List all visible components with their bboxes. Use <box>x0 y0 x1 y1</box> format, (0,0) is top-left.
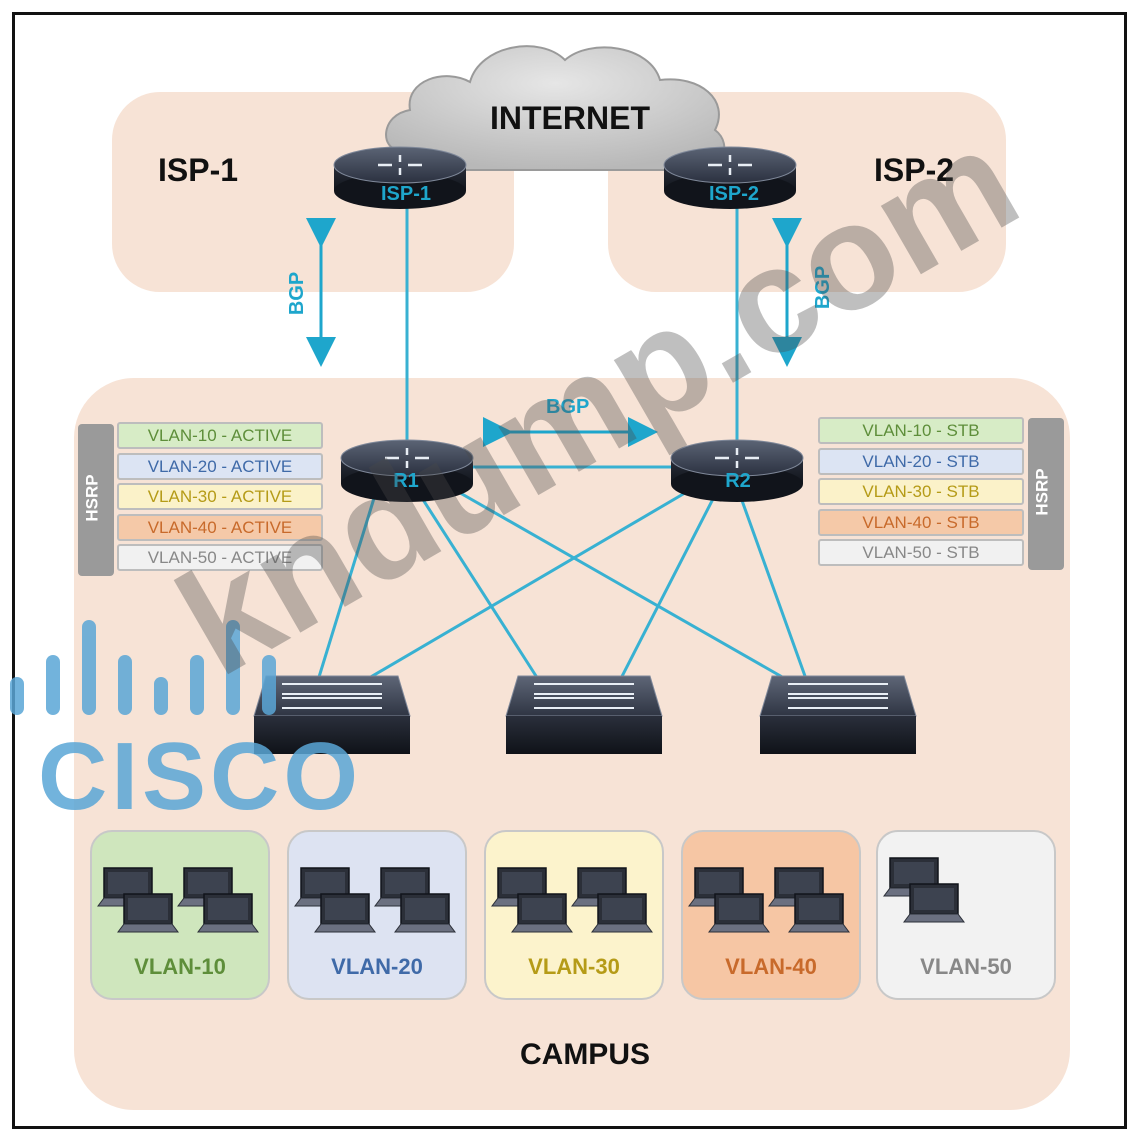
hsrp-label-left: HSRP <box>82 474 102 522</box>
isp2-zone-label: ISP-2 <box>874 152 955 188</box>
laptop-icon <box>314 893 376 933</box>
hsrp-r1-vlan-20: VLAN-20 - ACTIVE <box>117 452 323 480</box>
bgp-label-left: BGP <box>286 271 309 316</box>
cisco-logo-icon <box>8 615 298 730</box>
vlan-group-label: VLAN-20 <box>331 954 423 979</box>
vlan-group-label: VLAN-40 <box>725 954 817 979</box>
router-r2-icon <box>670 439 804 502</box>
hsrp-bar-right: HSRP <box>1028 418 1064 570</box>
link-r1-sw1 <box>313 494 377 691</box>
hsrp-r2-vlan-30: VLAN-30 - STB <box>818 478 1024 505</box>
laptop-icon <box>571 867 633 907</box>
laptop-icon <box>394 893 456 933</box>
isp1-zone-label: ISP-1 <box>158 152 239 188</box>
link-r2-sw1 <box>339 488 691 697</box>
switch-2-icon <box>505 675 663 754</box>
switch-3-icon <box>759 675 917 754</box>
hsrp-r2-vlan-50: VLAN-50 - STB <box>818 539 1024 566</box>
vlan-group-label: VLAN-30 <box>528 954 620 979</box>
internet-label: INTERNET <box>490 100 650 136</box>
cisco-bars-icon <box>10 620 276 715</box>
hsrp-r2-vlan-40: VLAN-40 - STB <box>818 508 1024 536</box>
laptop-icon <box>788 893 850 933</box>
laptop-icon <box>197 893 259 933</box>
laptop-icon <box>708 893 770 933</box>
router-label-r1: R1 <box>393 470 419 492</box>
link-r2-sw3 <box>738 494 812 691</box>
campus-label: CAMPUS <box>519 1038 650 1071</box>
hsrp-r1-vlan-30: VLAN-30 - ACTIVE <box>117 483 323 510</box>
router-isp2-icon <box>663 146 797 209</box>
bgp-label-center: BGP <box>546 396 590 418</box>
router-label-isp1: ISP-1 <box>380 183 432 205</box>
link-r1-sw3 <box>454 488 806 692</box>
vlan-group-vlan-20: VLAN-20 <box>287 830 467 1000</box>
hsrp-bar-left: HSRP <box>78 424 114 576</box>
vlan-group-pcs <box>688 867 850 933</box>
vlan-group-vlan-30: VLAN-30 <box>484 830 664 1000</box>
vlan-group-pcs <box>883 857 965 923</box>
cisco-watermark-text: CISCO <box>38 723 363 830</box>
router-isp1-icon <box>333 146 467 209</box>
switch-1-icon <box>253 675 411 754</box>
vlan-group-pcs <box>491 867 653 933</box>
vlan-group-pcs <box>97 867 259 933</box>
router-label-r2: R2 <box>725 470 751 492</box>
hsrp-label-right: HSRP <box>1032 468 1052 516</box>
vlan-group-vlan-40: VLAN-40 <box>681 830 861 1000</box>
vlan-group-vlan-10: VLAN-10 <box>90 830 270 1000</box>
laptop-icon <box>511 893 573 933</box>
hsrp-r2-vlan-10: VLAN-10 - STB <box>818 417 1024 444</box>
hsrp-r2-vlan-20: VLAN-20 - STB <box>818 447 1024 475</box>
hsrp-r1-vlan-40: VLAN-40 - ACTIVE <box>117 513 323 541</box>
hsrp-r1-vlan-10: VLAN-10 - ACTIVE <box>117 422 323 449</box>
vlan-group-pcs <box>294 867 456 933</box>
vlan-group-label: VLAN-10 <box>134 954 226 979</box>
hsrp-r1-vlan-50: VLAN-50 - ACTIVE <box>117 544 323 571</box>
laptop-icon <box>117 893 179 933</box>
vlan-group-label: VLAN-50 <box>920 954 1012 979</box>
laptop-icon <box>903 883 965 923</box>
laptop-icon <box>591 893 653 933</box>
router-r1-icon <box>340 439 474 502</box>
router-label-isp2: ISP-2 <box>708 183 760 205</box>
vlan-group-vlan-50: VLAN-50 <box>876 830 1056 1000</box>
link-r2-sw2 <box>613 494 717 691</box>
link-r1-sw2 <box>418 494 547 691</box>
